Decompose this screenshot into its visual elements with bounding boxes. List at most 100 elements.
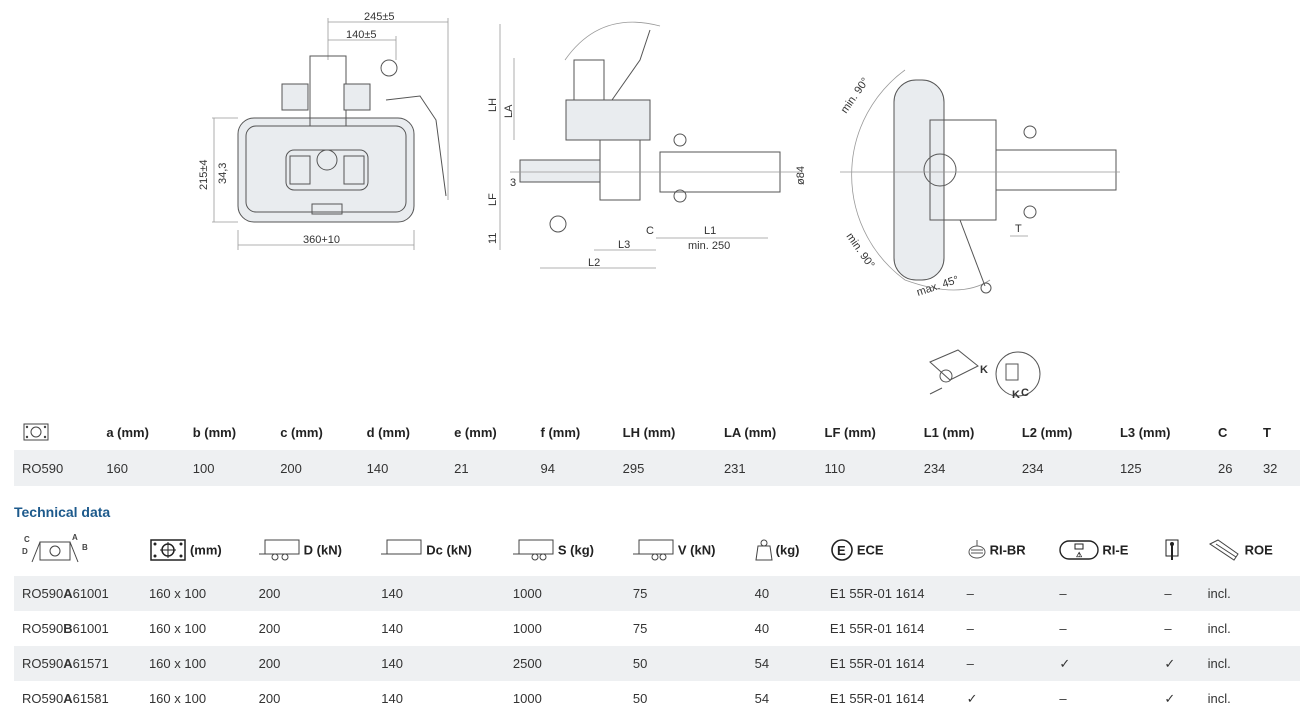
header-b: b (mm) — [192, 424, 237, 440]
cell-lever: ✓ — [1156, 646, 1200, 681]
dim-360: 360+10 — [303, 234, 340, 246]
cell-S: 2500 — [504, 646, 625, 681]
cell-e: 21 — [446, 450, 533, 486]
header-ri-e-label: RI-E — [1102, 542, 1129, 558]
cell-ri-br: – — [958, 646, 1052, 681]
cell-Dc: 140 — [373, 576, 505, 611]
header-lever — [1156, 524, 1199, 576]
header-c: c (mm) — [280, 424, 323, 440]
code-variant: A — [63, 586, 73, 601]
header-D-label: D (kN) — [303, 542, 342, 558]
header-d: d (mm) — [366, 424, 410, 440]
dim-11: 11 — [487, 233, 499, 244]
header-S-label: S (kg) — [557, 542, 595, 558]
side-view-drawing: LH LA 3 LF 11 L3 C L1 min. 250 L2 ø84 — [487, 21, 807, 269]
cell-V: 50 — [624, 646, 747, 681]
bolt-icon — [1208, 539, 1239, 561]
detail-label-c: C — [1021, 387, 1029, 399]
cell-l3: 125 — [1111, 450, 1211, 486]
cell-code: RO590A61001 — [14, 576, 141, 611]
cell-D: 200 — [250, 576, 374, 611]
dim-L3: L3 — [618, 239, 630, 251]
dimensions-header-row: a (mm) b (mm) c (mm) d (mm) e (mm) f (mm… — [14, 414, 1300, 450]
dim-LA: LA — [503, 104, 515, 118]
dim-min90-bottom: min. 90° — [844, 231, 877, 271]
cell-roe: incl. — [1207, 691, 1231, 706]
table-row: RO590B61001 160 x 100 200 140 1000 75 40… — [14, 611, 1300, 646]
dim-140: 140±5 — [346, 29, 377, 41]
cell-f: 94 — [532, 450, 615, 486]
code-prefix: RO590 — [22, 586, 64, 601]
dim-d84: ø84 — [795, 166, 807, 185]
svg-text:A: A — [72, 533, 78, 542]
code-variant: A — [63, 691, 73, 706]
cell-ri-br: – — [966, 621, 974, 636]
cell-model: RO590 — [14, 450, 99, 486]
flange-icon — [150, 539, 186, 561]
header-lf: LF (mm) — [824, 424, 876, 440]
detail-label-k1: K — [980, 364, 988, 376]
header-flange-label: (mm) — [189, 542, 222, 558]
dimensions-table: a (mm) b (mm) c (mm) d (mm) e (mm) f (mm… — [14, 414, 1300, 486]
header-S: S (kg) — [505, 524, 625, 576]
header-weight: (kg) — [747, 524, 822, 576]
dim-3: 3 — [510, 177, 516, 189]
svg-text:C: C — [24, 535, 30, 544]
cell-roe: incl. — [1199, 576, 1300, 611]
dim-T: T — [1015, 223, 1022, 235]
electronic-indicator-icon: ⚠ — [1059, 540, 1100, 560]
cell-ece: E1 55R-01 1614 — [821, 646, 959, 681]
trailer-icon — [512, 539, 554, 561]
trailer-icon — [381, 539, 422, 555]
header-T: T — [1262, 424, 1271, 440]
e-mark-icon: E — [831, 539, 853, 561]
cell-weight: 54 — [746, 646, 822, 681]
cell-roe: incl. — [1199, 646, 1300, 681]
cell-c: 200 — [272, 450, 359, 486]
detail-view-drawing: K K C — [929, 349, 1041, 401]
header-l1: L1 (mm) — [923, 424, 975, 440]
cell-T: 32 — [1254, 450, 1300, 486]
cell-S: 1000 — [504, 576, 625, 611]
table-row: RO590A61581 160 x 100 200 140 1000 50 54… — [14, 681, 1300, 716]
cell-ri-e: ✓ — [1051, 646, 1157, 681]
dim-LH: LH — [487, 98, 499, 112]
header-ri-br: RI-BR — [959, 524, 1052, 576]
header-lh: LH (mm) — [622, 424, 676, 440]
cell-code: RO590A61581 — [14, 681, 141, 716]
cell-la: 231 — [715, 450, 817, 486]
detail-label-k2: K — [1012, 389, 1020, 401]
cell-Dc: 140 — [381, 691, 403, 706]
cell-V: 50 — [632, 691, 648, 706]
code-prefix: RO590 — [22, 691, 64, 706]
cell-l1: 234 — [915, 450, 1014, 486]
cell-a: 160 — [98, 450, 185, 486]
cell-S: 1000 — [512, 621, 542, 636]
cell-code: RO590B61001 — [14, 611, 141, 646]
code-suffix: 61001 — [72, 586, 109, 601]
cell-l2: 234 — [1013, 450, 1112, 486]
dim-min90-top: min. 90° — [839, 76, 872, 116]
cell-Dc: 140 — [373, 646, 505, 681]
cell-flange: 160 x 100 — [148, 691, 207, 706]
cell-D: 200 — [250, 646, 374, 681]
cell-S: 1000 — [512, 691, 542, 706]
header-V: V (kN) — [625, 524, 747, 576]
top-view-drawing: min. 90° min. 90° max. 45° T — [839, 69, 1120, 299]
trailer-icon — [258, 539, 300, 561]
cell-lever: – — [1156, 576, 1200, 611]
cell-ri-e: – — [1059, 691, 1067, 706]
svg-text:⚠: ⚠ — [1076, 551, 1083, 559]
cell-D: 200 — [258, 691, 281, 706]
header-e: e (mm) — [454, 424, 497, 440]
header-roe: ROE — [1200, 524, 1300, 576]
header-flange: (mm) — [141, 524, 251, 576]
cell-ri-br: ✓ — [966, 690, 978, 706]
header-V-label: V (kN) — [677, 542, 716, 558]
code-variant: A — [63, 656, 73, 671]
dim-C: C — [646, 225, 654, 237]
dim-215: 215±4 — [198, 159, 210, 190]
technical-data-title: Technical data — [14, 504, 111, 520]
lever-icon — [1165, 539, 1179, 560]
